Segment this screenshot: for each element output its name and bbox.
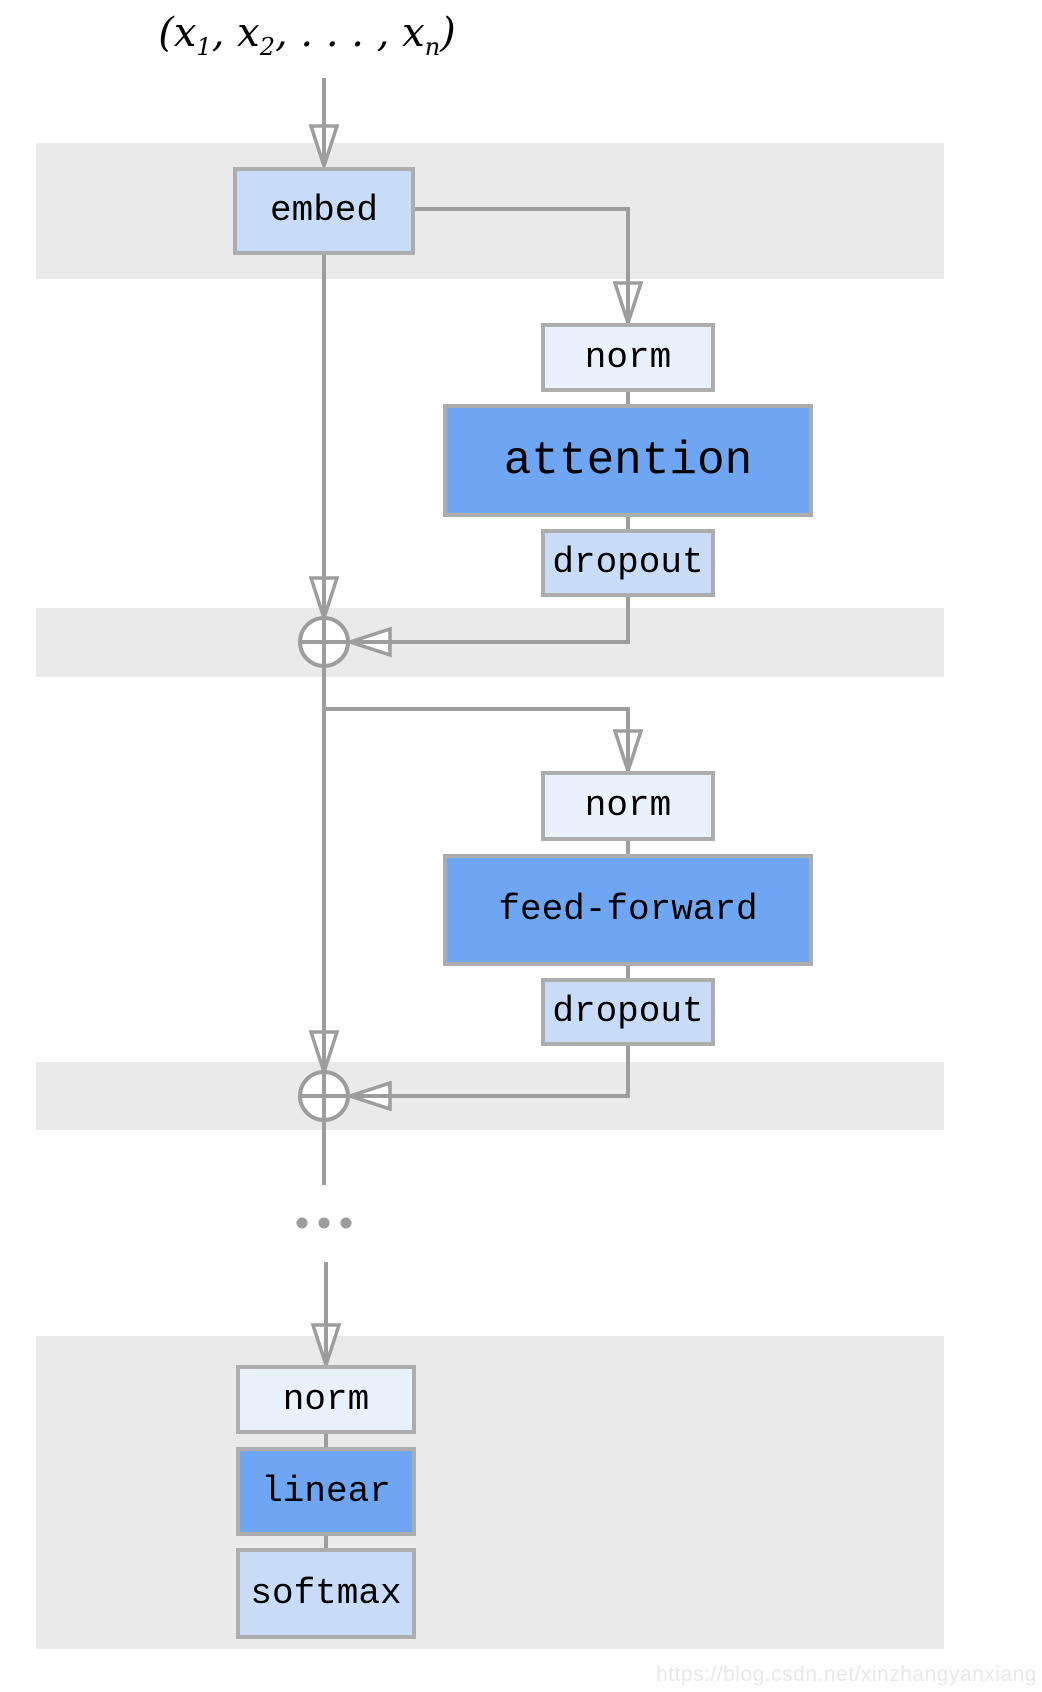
norm-label: norm — [584, 785, 672, 826]
formula-part: , x — [211, 10, 260, 56]
linear-block: linear — [236, 1447, 416, 1536]
norm-block-3: norm — [236, 1365, 416, 1434]
residual-add-node-2 — [298, 1070, 350, 1122]
softmax-label: softmax — [250, 1572, 402, 1614]
line-dropout2-to-add2 — [352, 1046, 630, 1098]
ellipsis-dots — [296, 1217, 352, 1229]
dropout-block-2: dropout — [541, 978, 715, 1046]
dropout-label: dropout — [552, 991, 704, 1032]
input-sequence-formula: (x1, x2, . . . , xn) — [147, 10, 467, 59]
attention-block: attention — [443, 404, 813, 517]
feed-forward-block: feed-forward — [443, 854, 813, 966]
line-dropout1-to-add1 — [352, 597, 630, 644]
line-branch-to-norm2 — [324, 707, 630, 769]
linear-label: linear — [261, 1470, 391, 1512]
attention-label: attention — [503, 434, 753, 487]
formula-part: , . . . , x — [274, 10, 425, 56]
norm-block-1: norm — [541, 323, 715, 392]
formula-subscript-2: 2 — [259, 33, 275, 61]
formula-subscript-n: n — [424, 33, 441, 61]
norm-label: norm — [282, 1378, 370, 1420]
embed-block: embed — [233, 167, 415, 255]
watermark-url: https://blog.csdn.net/xinzhangyanxiang — [656, 1663, 1037, 1686]
norm-block-2: norm — [541, 771, 715, 841]
formula-part: (x — [158, 10, 197, 56]
softmax-block: softmax — [236, 1548, 416, 1639]
line-embed-to-norm1 — [415, 207, 630, 321]
norm-label: norm — [584, 336, 672, 378]
embed-label: embed — [269, 190, 379, 231]
dropout-block-1: dropout — [541, 529, 715, 597]
feed-forward-label: feed-forward — [498, 889, 758, 930]
output-layer-band — [36, 1336, 944, 1649]
formula-subscript-1: 1 — [196, 33, 212, 61]
dropout-label: dropout — [552, 542, 704, 583]
formula-part: ) — [440, 10, 456, 56]
residual-add-node-1 — [298, 616, 350, 668]
